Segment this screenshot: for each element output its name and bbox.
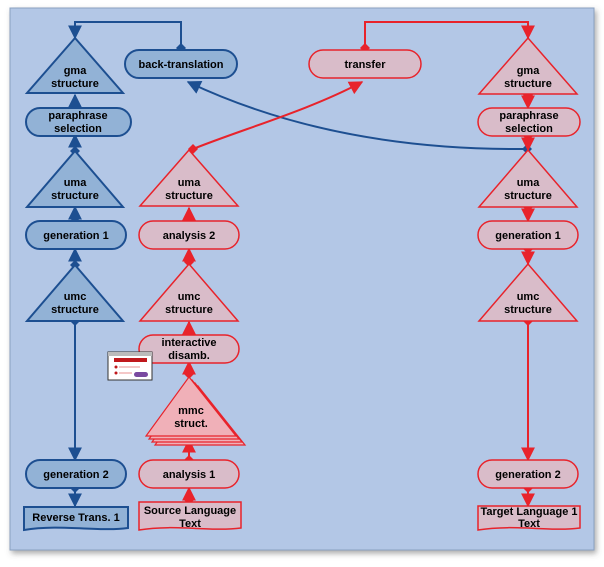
left-gma-line2: structure bbox=[51, 78, 99, 90]
left-uma-line2: structure bbox=[51, 190, 99, 202]
right-gma-structure: gma structure bbox=[477, 36, 579, 95]
mmc-structure-stack: mmc struct. bbox=[144, 376, 247, 446]
reverse-translation-document: Reverse Trans. 1 bbox=[23, 506, 129, 532]
middle-uma-line2: structure bbox=[165, 190, 213, 202]
right-uma-line2: structure bbox=[504, 190, 552, 202]
analysis-2-box: analysis 2 bbox=[138, 220, 240, 250]
left-umc-structure: umc structure bbox=[24, 263, 126, 322]
interactive-disambiguation-box: interactive disamb. bbox=[138, 334, 240, 364]
right-paraphrase-line1: paraphrase bbox=[499, 110, 558, 122]
reverse-translation-label: Reverse Trans. 1 bbox=[32, 512, 119, 524]
transfer-label: transfer bbox=[345, 59, 387, 71]
back-translation-box: back-translation bbox=[124, 49, 238, 79]
left-umc-line1: umc bbox=[64, 291, 87, 303]
right-generation-2-label: generation 2 bbox=[495, 469, 560, 481]
target-line2: Text bbox=[518, 518, 540, 530]
left-gma-line1: gma bbox=[64, 65, 88, 77]
right-uma-structure: uma structure bbox=[477, 148, 579, 208]
right-gma-line1: gma bbox=[517, 65, 541, 77]
left-generation-1: generation 1 bbox=[25, 220, 127, 250]
left-gma-structure: gma structure bbox=[24, 36, 126, 94]
red-connectors bbox=[182, 21, 535, 508]
right-generation-2: generation 2 bbox=[477, 459, 579, 489]
left-uma-structure: uma structure bbox=[24, 149, 126, 208]
right-generation-1: generation 1 bbox=[477, 220, 579, 250]
right-umc-line2: structure bbox=[504, 304, 552, 316]
mmc-line1: mmc bbox=[178, 405, 204, 417]
right-umc-line1: umc bbox=[517, 291, 540, 303]
right-umc-structure: umc structure bbox=[477, 262, 579, 322]
left-paraphrase-line2: selection bbox=[54, 123, 102, 135]
left-paraphrase-selection: paraphrase selection bbox=[25, 107, 132, 137]
middle-uma-structure: uma structure bbox=[138, 148, 240, 207]
mmc-line2: struct. bbox=[174, 418, 208, 430]
middle-uma-line1: uma bbox=[178, 177, 202, 189]
source-line1: Source Language bbox=[144, 505, 236, 517]
right-uma-line1: uma bbox=[517, 177, 541, 189]
left-generation-2-label: generation 2 bbox=[43, 469, 108, 481]
middle-umc-structure: umc structure bbox=[138, 262, 240, 322]
analysis-2-label: analysis 2 bbox=[163, 230, 216, 242]
back-translation-label: back-translation bbox=[139, 59, 224, 71]
middle-umc-line2: structure bbox=[165, 304, 213, 316]
analysis-1-box: analysis 1 bbox=[138, 459, 240, 489]
right-paraphrase-line2: selection bbox=[505, 123, 553, 135]
interactive-line1: interactive bbox=[161, 337, 216, 349]
source-language-document: Source Language Text bbox=[138, 501, 242, 531]
transfer-box: transfer bbox=[308, 49, 422, 79]
analysis-1-label: analysis 1 bbox=[163, 469, 216, 481]
middle-umc-line1: umc bbox=[178, 291, 201, 303]
left-uma-line1: uma bbox=[64, 177, 88, 189]
dialog-window-icon bbox=[107, 351, 153, 381]
target-line1: Target Language 1 bbox=[481, 506, 578, 518]
left-generation-1-label: generation 1 bbox=[43, 230, 108, 242]
left-paraphrase-line1: paraphrase bbox=[48, 110, 107, 122]
left-generation-2: generation 2 bbox=[25, 459, 127, 489]
right-paraphrase-selection: paraphrase selection bbox=[477, 107, 581, 137]
left-umc-line2: structure bbox=[51, 304, 99, 316]
target-language-document: Target Language 1 Text bbox=[477, 505, 581, 531]
interactive-line2: disamb. bbox=[168, 350, 210, 362]
right-gma-line2: structure bbox=[504, 78, 552, 90]
source-line2: Text bbox=[179, 518, 201, 530]
right-generation-1-label: generation 1 bbox=[495, 230, 560, 242]
